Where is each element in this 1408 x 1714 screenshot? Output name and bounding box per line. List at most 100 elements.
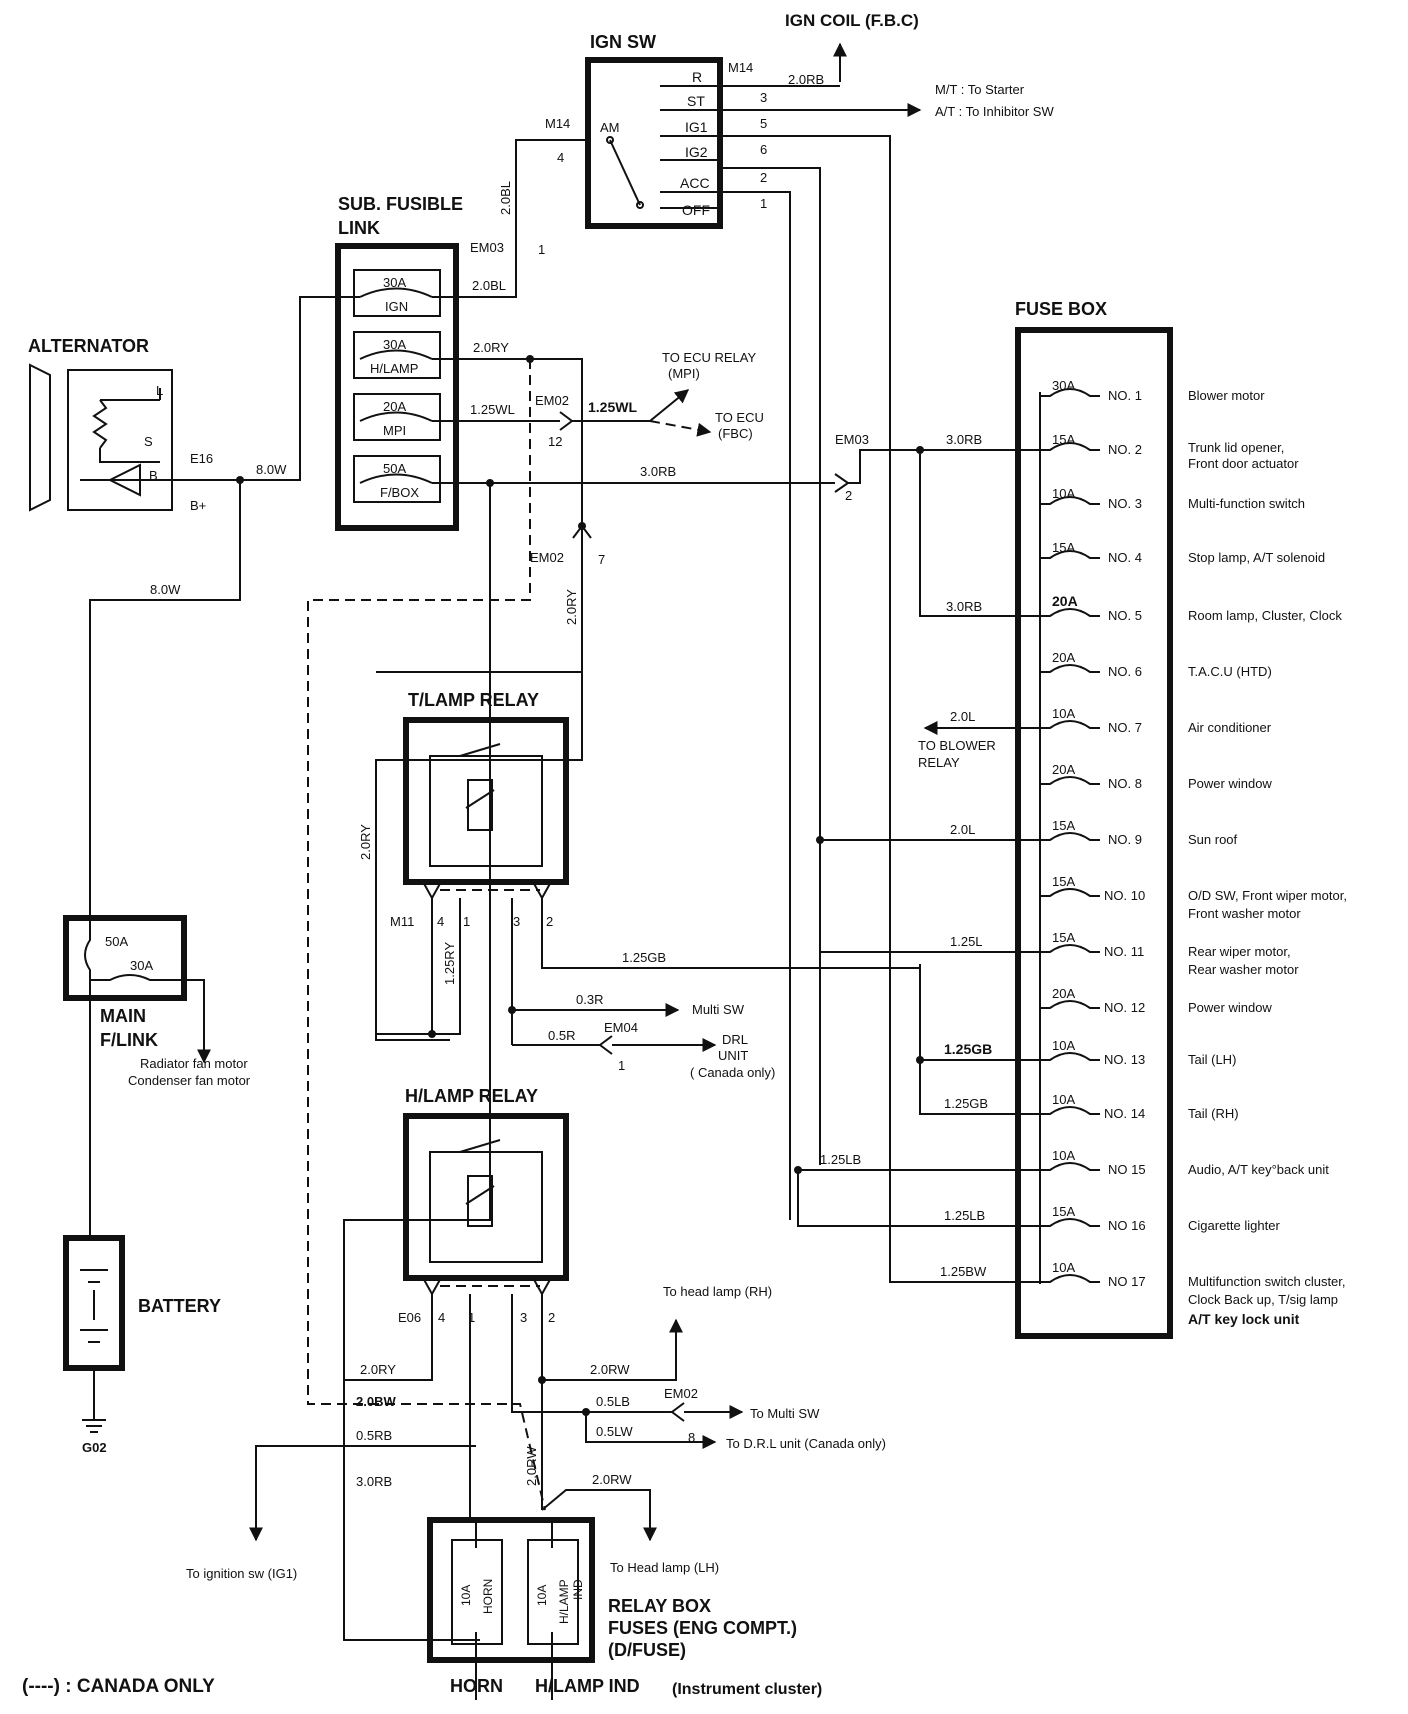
hlamp-ms-label: To Multi SW	[750, 1406, 820, 1421]
em02-7-wire: 2.0RY	[564, 589, 579, 625]
hlamp-3rb-wire: 3.0RB	[356, 1474, 392, 1489]
em02-7-conn: EM02	[530, 550, 564, 565]
relay-box-title-1: RELAY BOX	[608, 1596, 711, 1616]
fuse16-wire: 1.25LB	[944, 1208, 985, 1223]
cluster-label: (Instrument cluster)	[672, 1681, 822, 1698]
relay-fuse2-amp: 10A	[535, 1585, 549, 1606]
fbox-link-wire: 3.0RB	[640, 464, 676, 479]
fuse-4-symbol	[1040, 550, 1100, 559]
hlamp-2rw-vert: 2.0RW	[524, 1446, 539, 1486]
fuse-16-desc: Cigarette lighter	[1188, 1218, 1280, 1233]
em03-fb-conn: EM03	[835, 432, 869, 447]
hlamp-2bw-wire: 2.0BW	[356, 1394, 396, 1409]
ign-coil-label: IGN COIL (F.B.C)	[785, 11, 919, 30]
link-ign-name: IGN	[385, 299, 408, 314]
fuse-17: 10A NO 17 Multifunction switch cluster, …	[1040, 1260, 1346, 1327]
hlamp-ind-label: H/LAMP IND	[535, 1676, 640, 1696]
hlamp-lh-label: To Head lamp (LH)	[610, 1560, 719, 1575]
ign-off-contact	[636, 201, 644, 209]
fuse-10-no: NO. 10	[1104, 888, 1145, 903]
hlamp-conn: E06	[398, 1310, 421, 1325]
ign-am-label: AM	[600, 120, 620, 135]
fuse-5-desc: Room lamp, Cluster, Clock	[1188, 608, 1342, 623]
ecu-fbc-2: (FBC)	[718, 426, 753, 441]
sub-link-box	[335, 243, 459, 531]
ign-pin-6: 6	[760, 142, 767, 157]
link-hlamp-name: H/LAMP	[370, 361, 418, 376]
tlamp-relay-contact	[459, 743, 501, 809]
link-mpi	[353, 393, 441, 441]
fuse9-wire: 2.0L	[950, 822, 975, 837]
fuse-2-desc-1: Trunk lid opener,	[1188, 440, 1284, 455]
main-flink-title-2: F/LINK	[100, 1030, 158, 1050]
fuse-15-amp: 10A	[1052, 1148, 1075, 1163]
tlamp-vert-wire: 2.0RY	[358, 824, 373, 860]
hlamp-pin-2: 2	[548, 1310, 555, 1325]
ign-wire-r: 2.0RB	[788, 72, 824, 87]
mpi-link-wire: 1.25WL	[470, 402, 515, 417]
ign-pos-r: R	[692, 69, 702, 85]
battery-title: BATTERY	[138, 1296, 221, 1316]
relay-fuse1-name: HORN	[481, 1579, 495, 1614]
link-fbox	[353, 455, 441, 503]
fuse-13: 10A NO. 13 Tail (LH)	[1040, 1038, 1236, 1067]
fuse-14-no: NO. 14	[1104, 1106, 1145, 1121]
fuse-1-no: NO. 1	[1108, 388, 1142, 403]
fuse-8: 20A NO. 8 Power window	[1040, 762, 1272, 791]
fuse-17-desc-3: A/T key lock unit	[1188, 1311, 1300, 1327]
fuse-3-amp: 10A	[1052, 486, 1075, 501]
hlamp-2ry-wire: 2.0RY	[360, 1362, 396, 1377]
em03-fb-pin: 2	[845, 488, 852, 503]
tlamp-conn: M11	[390, 914, 414, 929]
am-wire-label: 2.0BL	[498, 181, 513, 215]
ign-ig1-wire	[718, 135, 891, 985]
tlamp-drl-connector	[598, 1035, 613, 1055]
fuse-7-no: NO. 7	[1108, 720, 1142, 735]
fuse-10-desc-1: O/D SW, Front wiper motor,	[1188, 888, 1347, 903]
sub-conn-em03: EM03	[470, 240, 504, 255]
ign-pos-acc: ACC	[680, 175, 710, 191]
fuse14-wire: 1.25GB	[944, 1096, 988, 1111]
tlamp-drl-pin: 1	[618, 1058, 625, 1073]
em03-fb-wire: 3.0RB	[946, 432, 982, 447]
fuse-6-amp: 20A	[1052, 650, 1075, 665]
fuse-14-amp: 10A	[1052, 1092, 1075, 1107]
fuse-list: 30A NO. 1 Blower motor 15A NO. 2 Trunk l…	[1040, 378, 1347, 1327]
hlamp-pin-4: 4	[438, 1310, 445, 1325]
ign-conn-m14: M14	[728, 60, 753, 75]
fuse-11-symbol	[1040, 944, 1100, 953]
ecu-pin: 12	[548, 434, 562, 449]
fuse-11-desc-1: Rear wiper motor,	[1188, 944, 1291, 959]
alt-term-bplus: B+	[190, 498, 206, 513]
fuse-2-symbol	[1040, 442, 1100, 451]
blower-relay-2: RELAY	[918, 755, 960, 770]
main-flink-title-1: MAIN	[100, 1006, 146, 1026]
ecu-wire: 1.25WL	[588, 399, 637, 415]
ign-acc-wire	[718, 191, 791, 1220]
hlamp-pin4-wire	[344, 1294, 433, 1381]
fuse-12: 20A NO. 12 Power window	[1040, 986, 1272, 1015]
relay-fuse2-sub: IND	[571, 1579, 585, 1600]
am-to-sub-link	[515, 139, 588, 270]
main-flink-50a: 50A	[105, 934, 128, 949]
ign-mt-label: M/T : To Starter	[935, 82, 1025, 97]
alt-term-b: B	[149, 468, 158, 483]
fuse-16-no: NO 16	[1108, 1218, 1146, 1233]
ign-switch-blade	[609, 139, 641, 206]
fuse-8-no: NO. 8	[1108, 776, 1142, 791]
fuse-11: 15A NO. 11 Rear wiper motor, Rear washer…	[1040, 930, 1299, 977]
acc-feeds	[797, 1169, 1040, 1227]
tlamp-pin-1: 1	[463, 914, 470, 929]
fuse-15-symbol	[1040, 1162, 1100, 1171]
fuse-3-desc: Multi-function switch	[1188, 496, 1305, 511]
tlamp-pin1-wire	[432, 898, 461, 1035]
fuse15-wire: 1.25LB	[820, 1152, 861, 1167]
fuse-2-no: NO. 2	[1108, 442, 1142, 457]
tlamp-drl-3: ( Canada only)	[690, 1065, 775, 1080]
ign-sw-box	[585, 57, 723, 229]
fuse-16-amp: 15A	[1052, 1204, 1075, 1219]
fuse-14: 10A NO. 14 Tail (RH)	[1040, 1092, 1239, 1121]
em02-7-tlamp	[376, 600, 583, 673]
fuse-16-symbol	[1040, 1218, 1100, 1227]
fuse-10: 15A NO. 10 O/D SW, Front wiper motor, Fr…	[1040, 874, 1347, 921]
